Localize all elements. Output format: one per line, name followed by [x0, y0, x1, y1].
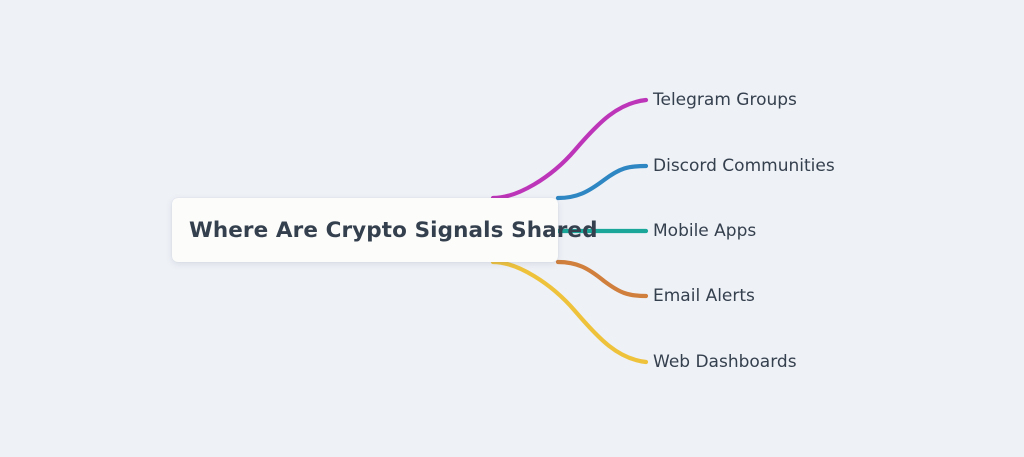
branch-label-2[interactable]: Mobile Apps [653, 221, 757, 241]
branch-label-1[interactable]: Discord Communities [653, 156, 835, 176]
branch-connector-1 [555, 163, 649, 201]
branch-label-0[interactable]: Telegram Groups [653, 90, 797, 110]
branch-connector-0 [490, 97, 649, 201]
branch-label-4[interactable]: Web Dashboards [653, 352, 797, 372]
central-topic-label: Where Are Crypto Signals Shared [189, 217, 598, 243]
branch-connector-3 [555, 259, 649, 299]
branch-label-3[interactable]: Email Alerts [653, 286, 755, 306]
central-topic-node[interactable]: Where Are Crypto Signals Shared [172, 198, 597, 262]
branch-connector-4 [490, 259, 649, 365]
